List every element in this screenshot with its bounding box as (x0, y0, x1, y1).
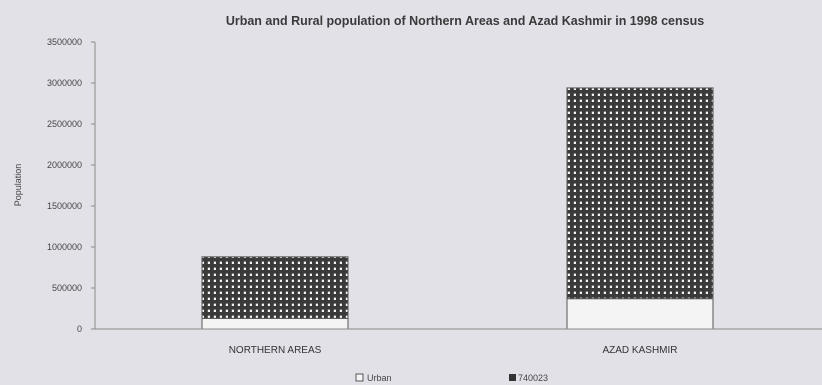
chart-title: Urban and Rural population of Northern A… (226, 14, 704, 28)
y-axis-ticks: 0 500000 1000000 1500000 2000000 2500000 30000… (47, 37, 95, 334)
y-tick-label: 3500000 (47, 37, 82, 47)
legend-label-urban: Urban (367, 373, 392, 383)
bar-segment-rural (201, 256, 349, 319)
y-tick-label: 1500000 (47, 201, 82, 211)
y-tick-label: 2500000 (47, 119, 82, 129)
category-label: NORTHERN AREAS (229, 345, 322, 356)
legend: Urban 740023 (355, 373, 548, 383)
legend-swatch-rural (509, 374, 516, 381)
y-axis-label: Population (13, 164, 23, 207)
y-tick-label: 3000000 (47, 78, 82, 88)
y-tick-label: 0 (77, 324, 82, 334)
category-label: AZAD KASHMIR (602, 345, 677, 356)
bar-segment-urban (566, 298, 714, 330)
legend-label-rural: 740023 (518, 373, 548, 383)
y-tick-label: 2000000 (47, 160, 82, 170)
bar-segment-rural (566, 87, 714, 300)
bars (201, 87, 714, 330)
legend-swatch-urban (355, 373, 364, 382)
y-tick-label: 500000 (52, 283, 82, 293)
category-labels: NORTHERN AREAS AZAD KASHMIR (229, 345, 678, 356)
y-tick-label: 1000000 (47, 242, 82, 252)
bar-segment-urban (201, 317, 349, 330)
